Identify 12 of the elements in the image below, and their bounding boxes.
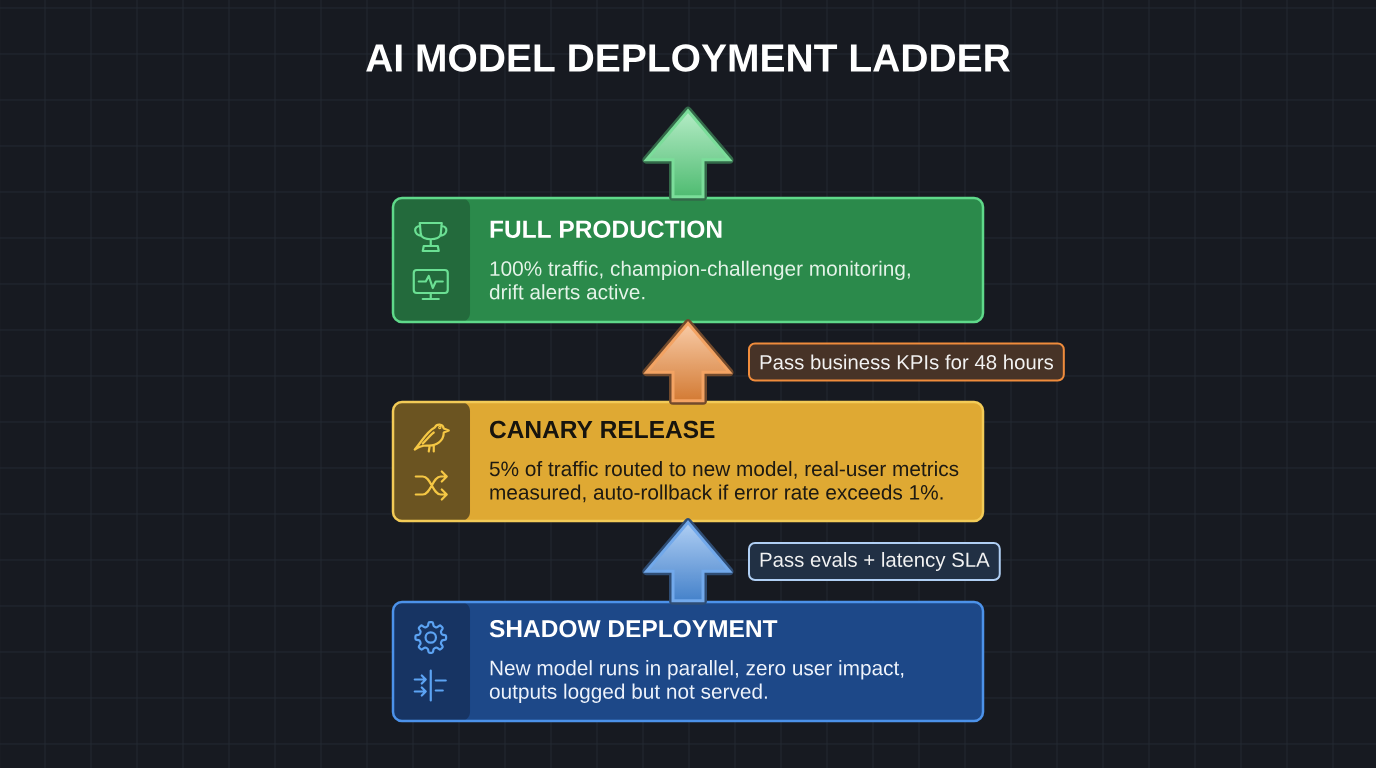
stage-description: New model runs in parallel, zero user impact, outputs logged but not served. [489, 660, 904, 703]
edge-label: Pass evals + latency SLA [748, 542, 1001, 581]
stage-card [391, 196, 985, 324]
stage-card [391, 400, 985, 523]
stage-card [391, 600, 985, 723]
edge-label: Pass business KPIs for 48 hours [748, 342, 1065, 382]
stage-description: 100% traffic, champion-challenger monitoring, drift alerts active. [489, 260, 910, 300]
stage-title: SHADOW DEPLOYMENT [489, 620, 778, 638]
stage-title: CANARY RELEASE [490, 420, 715, 439]
stage-description: 5% of traffic routed to new model, real-user metrics measured, auto-rollback if error rate exceeds 1%. [489, 460, 959, 503]
title: AI MODEL DEPLOYMENT LADDER [366, 44, 1010, 72]
stage-title: FULL PRODUCTION [490, 220, 722, 238]
